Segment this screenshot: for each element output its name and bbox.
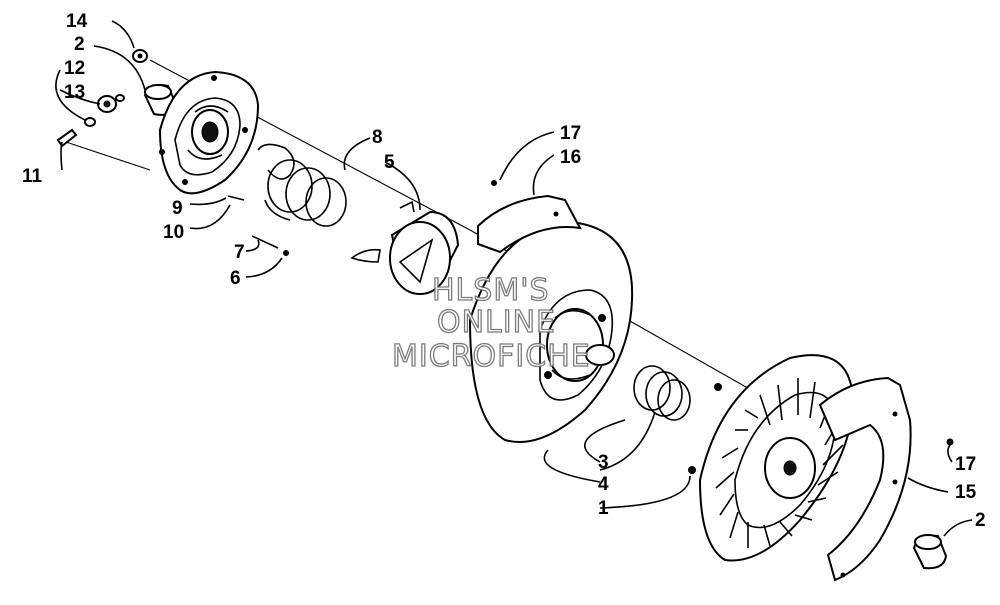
- fixed-sheave: [698, 354, 854, 562]
- callout-8: 8: [372, 127, 383, 148]
- callout-11: 11: [22, 166, 43, 187]
- callout-13: 13: [64, 82, 85, 103]
- callout-2-bottom: 2: [975, 510, 986, 531]
- part-2-bushing-top: [143, 84, 178, 116]
- callout-5: 5: [384, 152, 395, 173]
- part-8-spring: [257, 143, 347, 227]
- callout-6: 6: [230, 268, 241, 289]
- callout-labels: 14 2 12 13 11 9 10 8 5 7 6 17 16 3 4 1 1…: [22, 11, 986, 531]
- callout-15: 15: [955, 482, 977, 503]
- part-4-bolt: [688, 383, 722, 474]
- callout-17-right: 17: [955, 454, 976, 475]
- callout-16: 16: [560, 147, 581, 168]
- part-15-shield: [818, 376, 954, 582]
- callout-3: 3: [598, 452, 609, 473]
- part-2-bushing-bottom: [912, 534, 948, 570]
- callout-10: 10: [163, 222, 184, 243]
- part-3-spring: [633, 365, 691, 421]
- part-12-13-spacers: [84, 94, 125, 127]
- part-9-10-screws: [227, 195, 245, 201]
- watermark-line-1: HLSM'S: [432, 273, 550, 308]
- callout-17-top: 17: [560, 123, 581, 144]
- watermark: HLSM'S ONLINE MICROFICHE: [391, 272, 591, 374]
- spider-cover-plate: [158, 70, 260, 195]
- part-5-cam-sleeve: [350, 200, 460, 295]
- callout-9: 9: [172, 198, 183, 219]
- watermark-line-2: ONLINE: [437, 305, 556, 340]
- movable-sheave: [468, 220, 634, 443]
- leader-lines: [55, 20, 973, 537]
- callout-7: 7: [234, 242, 245, 263]
- part-6-7-bolt: [251, 235, 289, 256]
- part-16-shield-top: [477, 180, 582, 254]
- callout-2-top: 2: [74, 34, 85, 55]
- callout-12: 12: [64, 58, 85, 79]
- part-14-nut: [132, 49, 148, 63]
- part-11-pin: [56, 128, 78, 148]
- callout-14: 14: [66, 11, 88, 32]
- callout-4: 4: [598, 474, 609, 495]
- watermark-line-3: MICROFICHE: [392, 339, 591, 374]
- callout-1: 1: [598, 498, 609, 519]
